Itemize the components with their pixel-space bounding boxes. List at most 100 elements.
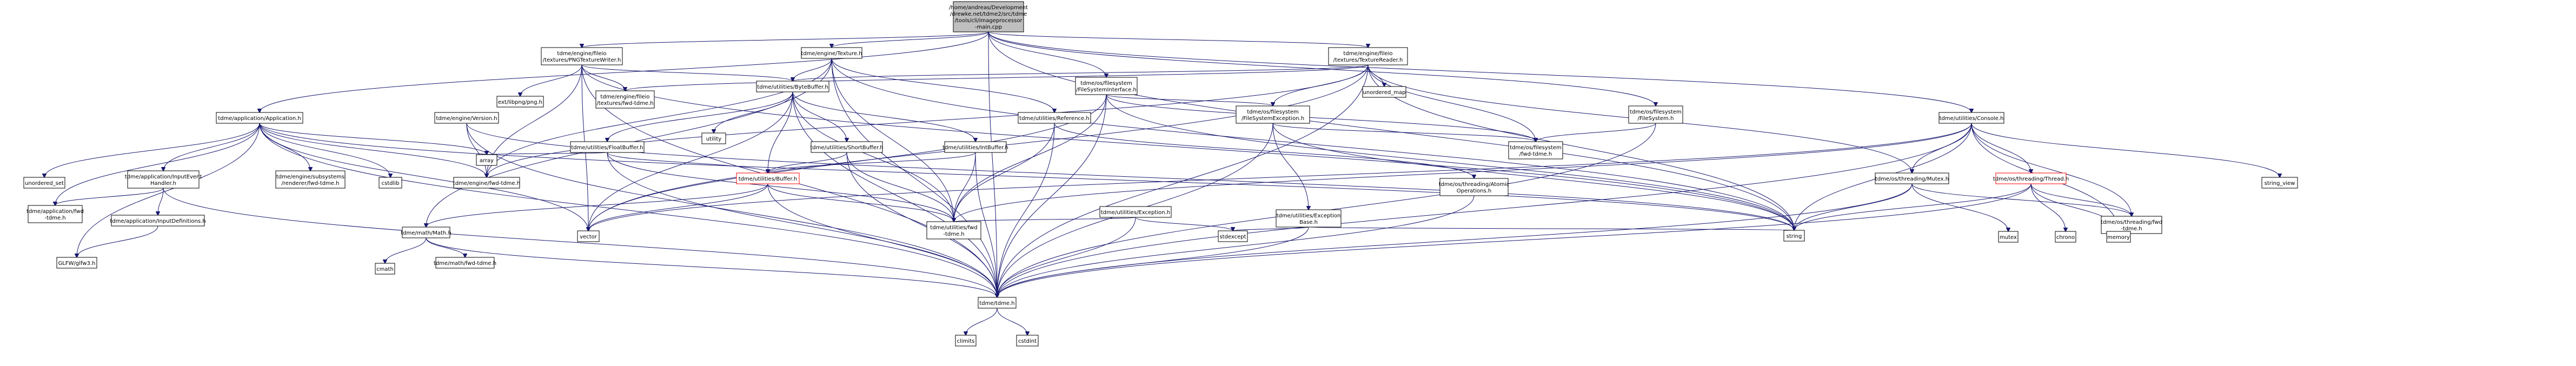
graph-node-utilfwd[interactable]: tdme/utilities/fwd-tdme.h [926,221,981,239]
edge-version-to-engfwd [466,123,487,177]
graph-node-mathfwd[interactable]: tdme/math/fwd-tdme.h [434,257,496,269]
graph-node-fse[interactable]: tdme/os/filesystem/FileSystemException.h [1236,105,1310,124]
edge-fs-to-fsfwd [1536,123,1656,142]
graph-node-floatbuf[interactable]: tdme/utilities/FloatBuffer.h [570,141,645,153]
graph-node-glfw[interactable]: GLFW/glfw3.h [56,257,97,269]
edge-buffer-to-vector [588,183,768,231]
graph-node-climits[interactable]: climits [955,335,977,347]
node-box [476,154,497,166]
graph-node-buffer[interactable]: tdme/utilities/Buffer.h [736,172,800,184]
node-label: tdme/utilities/Console.h [1940,116,2004,122]
edge-reference-to-atomic [1054,123,1474,178]
graph-node-cstdint[interactable]: cstdint [1016,335,1039,347]
edge-app-to-array [259,123,487,155]
edge-root-to-tdmeh [988,31,997,297]
node-label: unordered_set [25,181,64,187]
node-label: tdme/engine/Texture.h [801,51,862,57]
graph-node-threadfwd[interactable]: tdme/os/threading/fwd-tdme.h [2101,216,2162,234]
graph-node-texwriter[interactable]: tdme/engine/fileio/textures/PNGTextureWr… [541,47,623,65]
graph-node-string[interactable]: string [1783,230,1805,242]
node-label: tdme/os/threading/Thread.h [1993,176,2069,182]
graph-node-console[interactable]: tdme/utilities/Console.h [1938,112,2004,124]
edge-utilexc-to-tdmeh [997,217,1136,297]
node-box [434,112,499,124]
graph-node-mathh[interactable]: tdme/math/Math.h [401,227,452,238]
edge-floatbuf-to-utilfwd [607,152,954,222]
graph-node-unmap[interactable]: unordered_map [1362,86,1406,98]
node-label: Base.h [1299,219,1318,225]
edge-app-to-inputeh [163,123,260,171]
graph-node-utility[interactable]: utility [701,132,726,144]
graph-node-vector[interactable]: vector [577,230,600,242]
graph-node-inputdefs[interactable]: tdme/application/InputDefinitions.h [110,215,206,227]
graph-node-fsi[interactable]: tdme/os/filesystem/FileSystemInterface.h [1075,77,1138,95]
graph-node-chrono[interactable]: chrono [2055,231,2076,243]
graph-node-cstdlib[interactable]: cstdlib [379,177,402,189]
edge-mutex-to-tdmeh [997,183,1913,297]
node-label: tdme/tdme.h [979,301,1014,307]
graph-node-mutexstd[interactable]: mutex [1998,231,2019,243]
node-box [570,141,645,153]
graph-node-mutex[interactable]: tdme/os/threading/Mutex.h [1875,172,1949,184]
node-label: tdme/math/fwd-tdme.h [434,261,496,267]
edge-root-to-texture [832,31,989,48]
graph-node-texture[interactable]: tdme/engine/Texture.h [801,47,862,59]
graph-node-thread[interactable]: tdme/os/threading/Thread.h [1993,172,2069,184]
graph-node-reference[interactable]: tdme/utilities/Reference.h [1018,112,1091,124]
node-label: /FileSystemException.h [1241,116,1304,122]
graph-node-cmath[interactable]: cmath [375,263,395,275]
node-label: array [480,158,494,164]
node-label: -tdme.h [943,231,964,237]
edge-console-to-vector [588,123,1972,231]
graph-node-intbuf[interactable]: tdme/utilities/IntBuffer.h [942,141,1008,153]
graph-node-fsfwd[interactable]: tdme/os/filesystem/fwd-tdme.h [1508,141,1563,159]
edge-intbuf-to-tdmeh [975,152,997,297]
node-box [1938,112,2004,124]
edge-utilexc-to-stdexcept [1135,217,1233,231]
graph-node-stringview[interactable]: string_view [2261,177,2298,189]
graph-node-texreader[interactable]: tdme/engine/fileio/textures/TextureReade… [1328,47,1408,65]
graph-node-renderer[interactable]: tdme/engine/subsystems/renderer/fwd-tdme… [275,170,346,189]
graph-node-fs[interactable]: tdme/os/filesystem/FileSystem.h [1628,105,1683,124]
node-label: memory [2107,235,2130,241]
edge-inputeh-to-tdmeh [163,188,997,297]
node-box [23,177,65,189]
edge-root-to-texreader [988,31,1368,48]
graph-node-engfwd[interactable]: tdme/engine/fwd-tdme.h [453,177,520,189]
graph-node-array[interactable]: array [476,154,497,166]
edge-thread-to-chrono [2030,183,2066,231]
node-label: /renderer/fwd-tdme.h [282,181,340,187]
node-label: tdme/math/Math.h [401,230,452,236]
nodes-layer: /home/andreas/Development/drewke.net/tdm… [23,1,2298,347]
graph-node-libpng[interactable]: ext/libpng/png.h [496,96,544,108]
graph-node-appfwd[interactable]: tdme/application/fwd-tdme.h [26,205,84,223]
node-box [1236,105,1310,124]
node-label: tdme/engine/fwd-tdme.h [453,181,520,187]
edge-texwriter-to-libpng [520,64,582,96]
graph-node-version[interactable]: tdme/engine/Version.h [434,112,499,124]
graph-node-tdmeh[interactable]: tdme/tdme.h [978,297,1017,309]
edge-mathh-to-tdmeh [426,237,997,297]
edge-bytebuf-to-utilfwd [792,91,954,222]
node-box [2101,216,2162,234]
edge-intbuf-to-utilfwd [954,152,976,222]
graph-node-utilexc[interactable]: tdme/utilities/Exception.h [1099,206,1172,218]
node-box [1218,230,1248,242]
edge-mutex-to-mutexstd [1911,183,2008,231]
graph-node-unset[interactable]: unordered_set [23,177,65,189]
node-box [28,205,83,223]
graph-node-memory[interactable]: memory [2106,231,2131,243]
node-box [1628,105,1683,124]
graph-node-bytebuf[interactable]: tdme/utilities/ByteBuffer.h [756,81,829,92]
edge-app-to-tdmeh [259,123,997,297]
edge-tdmeh-to-climits [966,308,998,335]
graph-node-shortbuf[interactable]: tdme/utilities/ShortBuffer.h [810,141,884,153]
graph-node-app[interactable]: tdme/application/Application.h [216,112,303,124]
graph-node-stdexcept[interactable]: stdexcept [1218,230,1248,242]
graph-node-texfwd[interactable]: tdme/engine/fileio/textures/fwd-tdme.h [595,90,655,109]
edge-fsi-to-string [1106,94,1794,230]
node-box [1016,335,1039,347]
